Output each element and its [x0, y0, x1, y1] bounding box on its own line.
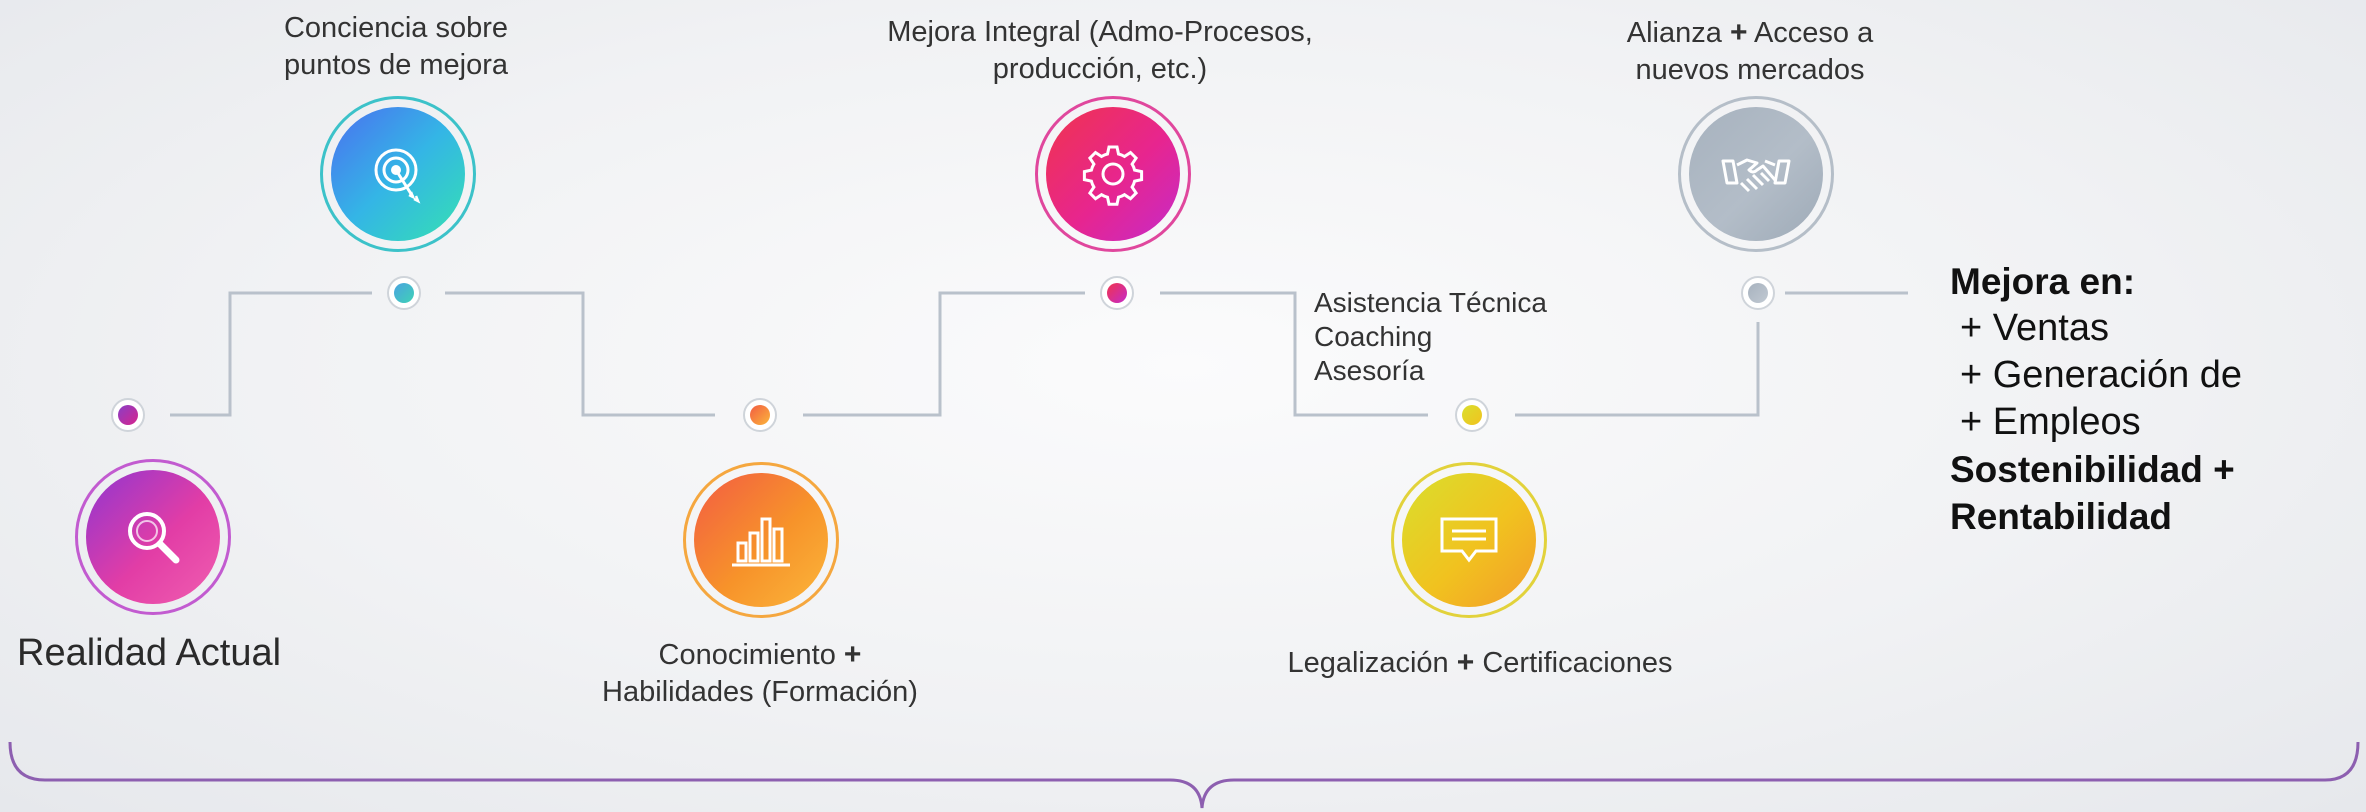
result-footer: Sostenibilidad +: [1950, 449, 2235, 490]
conocimiento-circle: [683, 462, 839, 618]
conciencia-label: Conciencia sobre puntos de mejora: [283, 12, 509, 81]
realidad-actual-label: Realidad Actual: [17, 632, 282, 674]
conocimiento-node: [743, 398, 777, 432]
result-heading: Mejora en:: [1950, 261, 2136, 302]
mejora-integral-node: [1100, 276, 1134, 310]
conciencia-node: [387, 276, 421, 310]
bar-chart-icon: [732, 517, 790, 567]
conocimiento-label: Conocimiento + Habilidades (Formación): [602, 638, 918, 708]
realidad-actual-node: [111, 398, 145, 432]
result-item: + Empleos: [1960, 401, 2141, 443]
legalizacion-node: [1455, 398, 1489, 432]
connector-4: [1160, 291, 1428, 417]
handshake-icon: [1721, 158, 1791, 193]
connector-2: [445, 291, 715, 417]
bottom-brace: [8, 741, 2360, 809]
chat-bubble-icon: [1440, 517, 1498, 563]
mejora-integral-label: Mejora Integral (Admo-Procesos, producci…: [887, 16, 1313, 85]
conciencia-circle: [320, 96, 476, 252]
connector-1: [170, 291, 372, 417]
legalizacion-label: Legalización + Certificaciones: [1287, 646, 1673, 679]
alianza-node: [1741, 276, 1775, 310]
asistencia-label: Asistencia Técnica Coaching Asesoría: [1314, 287, 1547, 386]
legalizacion-circle: [1391, 462, 1547, 618]
realidad-actual-circle: [75, 459, 231, 615]
target-arrow-icon: [374, 148, 421, 204]
magnifier-icon: [128, 512, 180, 564]
alianza-circle: [1678, 96, 1834, 252]
connector-5: [1515, 322, 1760, 417]
connector-3: [803, 291, 1085, 417]
mejora-integral-circle: [1035, 96, 1191, 252]
result-summary: Mejora en: + Ventas + Generación de + Em…: [1950, 258, 2242, 540]
gear-icon: [1082, 145, 1144, 206]
result-footer: Rentabilidad: [1950, 496, 2173, 537]
alianza-label: Alianza + Acceso a nuevos mercados: [1626, 16, 1874, 86]
result-item: + Ventas: [1960, 307, 2109, 349]
result-item: + Generación de: [1960, 354, 2243, 396]
